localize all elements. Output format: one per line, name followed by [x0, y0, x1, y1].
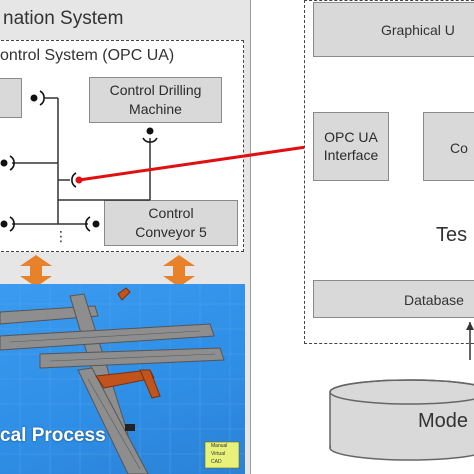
socket-cup-drilling [142, 137, 158, 143]
arrow-left-double [20, 255, 52, 287]
opc-ua-line1: OPC UA [324, 129, 378, 145]
control-drilling-machine-box [89, 77, 222, 123]
simulation-scene [0, 284, 245, 474]
conveyor-horizontal-low [39, 347, 225, 369]
control-drilling-line1: Control Drilling [109, 82, 202, 98]
control-conveyor-label: Control Conveyor 5 [104, 204, 238, 242]
opc-ua-line2: Interface [323, 147, 379, 163]
robot-gantry [95, 369, 155, 389]
more-components-ellipsis: ⋮ [54, 228, 68, 244]
simulation-legend [204, 441, 240, 469]
physical-process-label: cal Process [0, 425, 106, 446]
database-box [313, 280, 474, 318]
legend-item-2: CAD [211, 459, 222, 465]
socket-dot-drilling [146, 127, 154, 135]
robot-gantry-leg [139, 369, 161, 399]
model-label: Mode [418, 410, 469, 432]
workpiece [125, 424, 135, 431]
physical-process-simulation: Manual Virtual CAD [0, 284, 245, 474]
opc-ua-connection-line [78, 144, 314, 182]
control-drilling-label: Control Drilling Machine [89, 81, 222, 119]
conveyor-bottom [77, 367, 149, 474]
legend-item-1: Virtual [211, 451, 226, 457]
socket-dot-bottom [0, 220, 8, 228]
control-system-title: ontrol System (OPC UA) [0, 47, 175, 64]
socket-dot-mid [0, 159, 8, 167]
control-conveyor-box [104, 200, 238, 246]
socket-cup-opc [71, 172, 77, 188]
socket-dot-conveyor [92, 220, 100, 228]
control-conveyor-line1: Control [148, 205, 194, 221]
opc-connection-dot [75, 176, 83, 184]
conveyor-top-left [0, 305, 99, 325]
control-drilling-line2: Machine [129, 101, 182, 117]
robot-arm-top [117, 287, 131, 301]
legend-item-0: Manual [211, 443, 228, 449]
opc-ua-interface-box [313, 112, 389, 181]
test-label-partial: Tes [436, 224, 468, 246]
socket-cup-mid [9, 155, 15, 171]
conveyor-horizontal-mid [0, 323, 215, 351]
socket-cup-top [39, 90, 45, 106]
control-station-box-partial [0, 78, 22, 118]
core-label-partial: Co [450, 140, 468, 156]
socket-dot-top [30, 94, 38, 102]
graphical-ui-label: Graphical U [381, 22, 455, 38]
arrow-right-double [163, 255, 195, 287]
opc-ua-interface-label: OPC UA Interface [313, 128, 389, 164]
database-label: Database [404, 292, 464, 308]
orange-arrows [20, 255, 195, 287]
socket-cup-bottom [9, 216, 15, 232]
graphical-ui-box [313, 2, 474, 57]
automation-system-title: nation System [3, 8, 124, 29]
control-conveyor-line2: Conveyor 5 [135, 224, 207, 240]
core-box-partial [423, 112, 474, 181]
socket-cup-conveyor [85, 216, 91, 232]
